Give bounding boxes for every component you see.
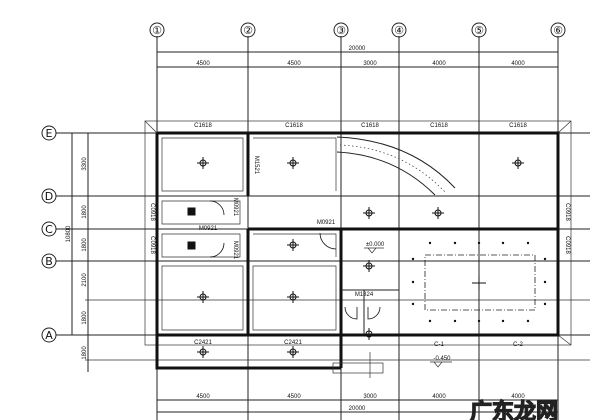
light-fixture-icon	[287, 291, 299, 303]
light-fixture-icon	[197, 291, 209, 303]
dim-left-span: 1800	[82, 346, 88, 360]
dim-bottom-total: 20000	[349, 406, 366, 412]
window-label: C1618	[361, 123, 379, 129]
door-label: M0921	[199, 226, 218, 232]
window-label: C1618	[430, 123, 448, 129]
door-label: M0921	[232, 198, 238, 217]
dim-bottom-span: 4500	[196, 394, 210, 400]
axis-4: ④	[394, 24, 404, 37]
light-fixture-icon	[197, 346, 209, 358]
dim-top-span: 4500	[196, 61, 210, 67]
window-label: C-1	[434, 342, 444, 348]
door-label: M0921	[317, 220, 336, 226]
dim-bottom-span: 4500	[287, 394, 301, 400]
level-marks: ±0.000 -0.450	[364, 242, 452, 368]
axis-b: B	[45, 255, 53, 268]
light-fixture-icon	[287, 346, 299, 358]
axis-d: D	[45, 190, 53, 203]
roof-eave-outline	[144, 120, 572, 346]
dim-left-span: 3300	[82, 157, 88, 171]
window-label: C-2	[513, 342, 523, 348]
axis-6: ⑥	[553, 24, 563, 37]
door-label: M1824	[355, 292, 374, 298]
dim-left-span: 1800	[82, 205, 88, 219]
axis-c: C	[45, 223, 53, 236]
column-axis-labels: ① ② ③ ④ ⑤ ⑥	[149, 22, 566, 38]
dim-bottom-span: 4000	[432, 394, 446, 400]
dim-top-total: 20000	[349, 46, 366, 52]
row-axis-labels: E D C B A	[41, 125, 57, 343]
window-label: C1618	[285, 123, 303, 129]
light-fixture-icon	[363, 328, 375, 340]
light-fixture-icon	[287, 239, 299, 251]
window-label: C0918	[564, 203, 570, 221]
dim-bottom-span: 4000	[511, 394, 525, 400]
door-label: M0921	[232, 241, 238, 260]
window-label: C1618	[509, 123, 527, 129]
floor-level-label: ±0.000	[366, 242, 385, 248]
dim-top-span: 3000	[363, 61, 377, 67]
left-dimensions: 10800 3300 1800 1800 2100 1800 1800	[66, 133, 89, 372]
entrance-step	[332, 352, 384, 378]
window-label: C0918	[564, 236, 570, 254]
dim-left-total: 10800	[66, 225, 72, 242]
light-fixture-icon	[432, 207, 444, 219]
light-fixture-icon	[363, 260, 375, 272]
light-fixture-icon	[197, 157, 209, 169]
row-grid-lines	[56, 132, 590, 361]
light-fixture-icons	[187, 157, 524, 358]
window-label: C0918	[149, 203, 155, 221]
axis-2: ②	[243, 24, 253, 37]
dim-left-span: 1800	[82, 311, 88, 325]
axis-1: ①	[152, 24, 162, 37]
light-fixture-icon	[472, 276, 486, 290]
hall-ceiling-outline	[411, 241, 547, 323]
window-label: C2421	[284, 340, 302, 346]
door-labels: M1521 M0921 M0921 M0921 M0921 M1824	[199, 156, 374, 298]
dim-bottom-span: 3000	[363, 394, 377, 400]
bottom-dimensions: 4500 4500 3000 4000 4000 20000	[157, 394, 558, 413]
door-label: M1521	[253, 156, 259, 175]
dim-top-span: 4000	[511, 61, 525, 67]
axis-a: A	[45, 329, 53, 342]
light-fixture-icon	[363, 207, 375, 219]
axis-e: E	[46, 127, 53, 140]
dim-top-span: 4000	[432, 61, 446, 67]
axis-3: ③	[336, 24, 346, 37]
dim-top-span: 4500	[287, 61, 301, 67]
window-label: C2421	[194, 340, 212, 346]
curved-staircase	[336, 136, 456, 196]
window-label: C1618	[194, 123, 212, 129]
dim-left-span: 1800	[82, 238, 88, 252]
window-label: C0918	[149, 236, 155, 254]
walls	[155, 131, 560, 370]
light-fixture-icon	[512, 157, 524, 169]
window-labels: C1618 C1618 C1618 C1618 C1618 C0918 C091…	[149, 123, 570, 348]
door-swings	[209, 200, 381, 320]
top-dimensions: 20000 4500 4500 3000 4000 4000	[157, 46, 558, 68]
dim-left-span: 2100	[82, 273, 88, 287]
watermark: 广东龙网	[470, 399, 558, 420]
light-fixture-icon	[287, 157, 299, 169]
outside-level-label: -0.450	[433, 356, 451, 362]
axis-5: ⑤	[474, 24, 484, 37]
